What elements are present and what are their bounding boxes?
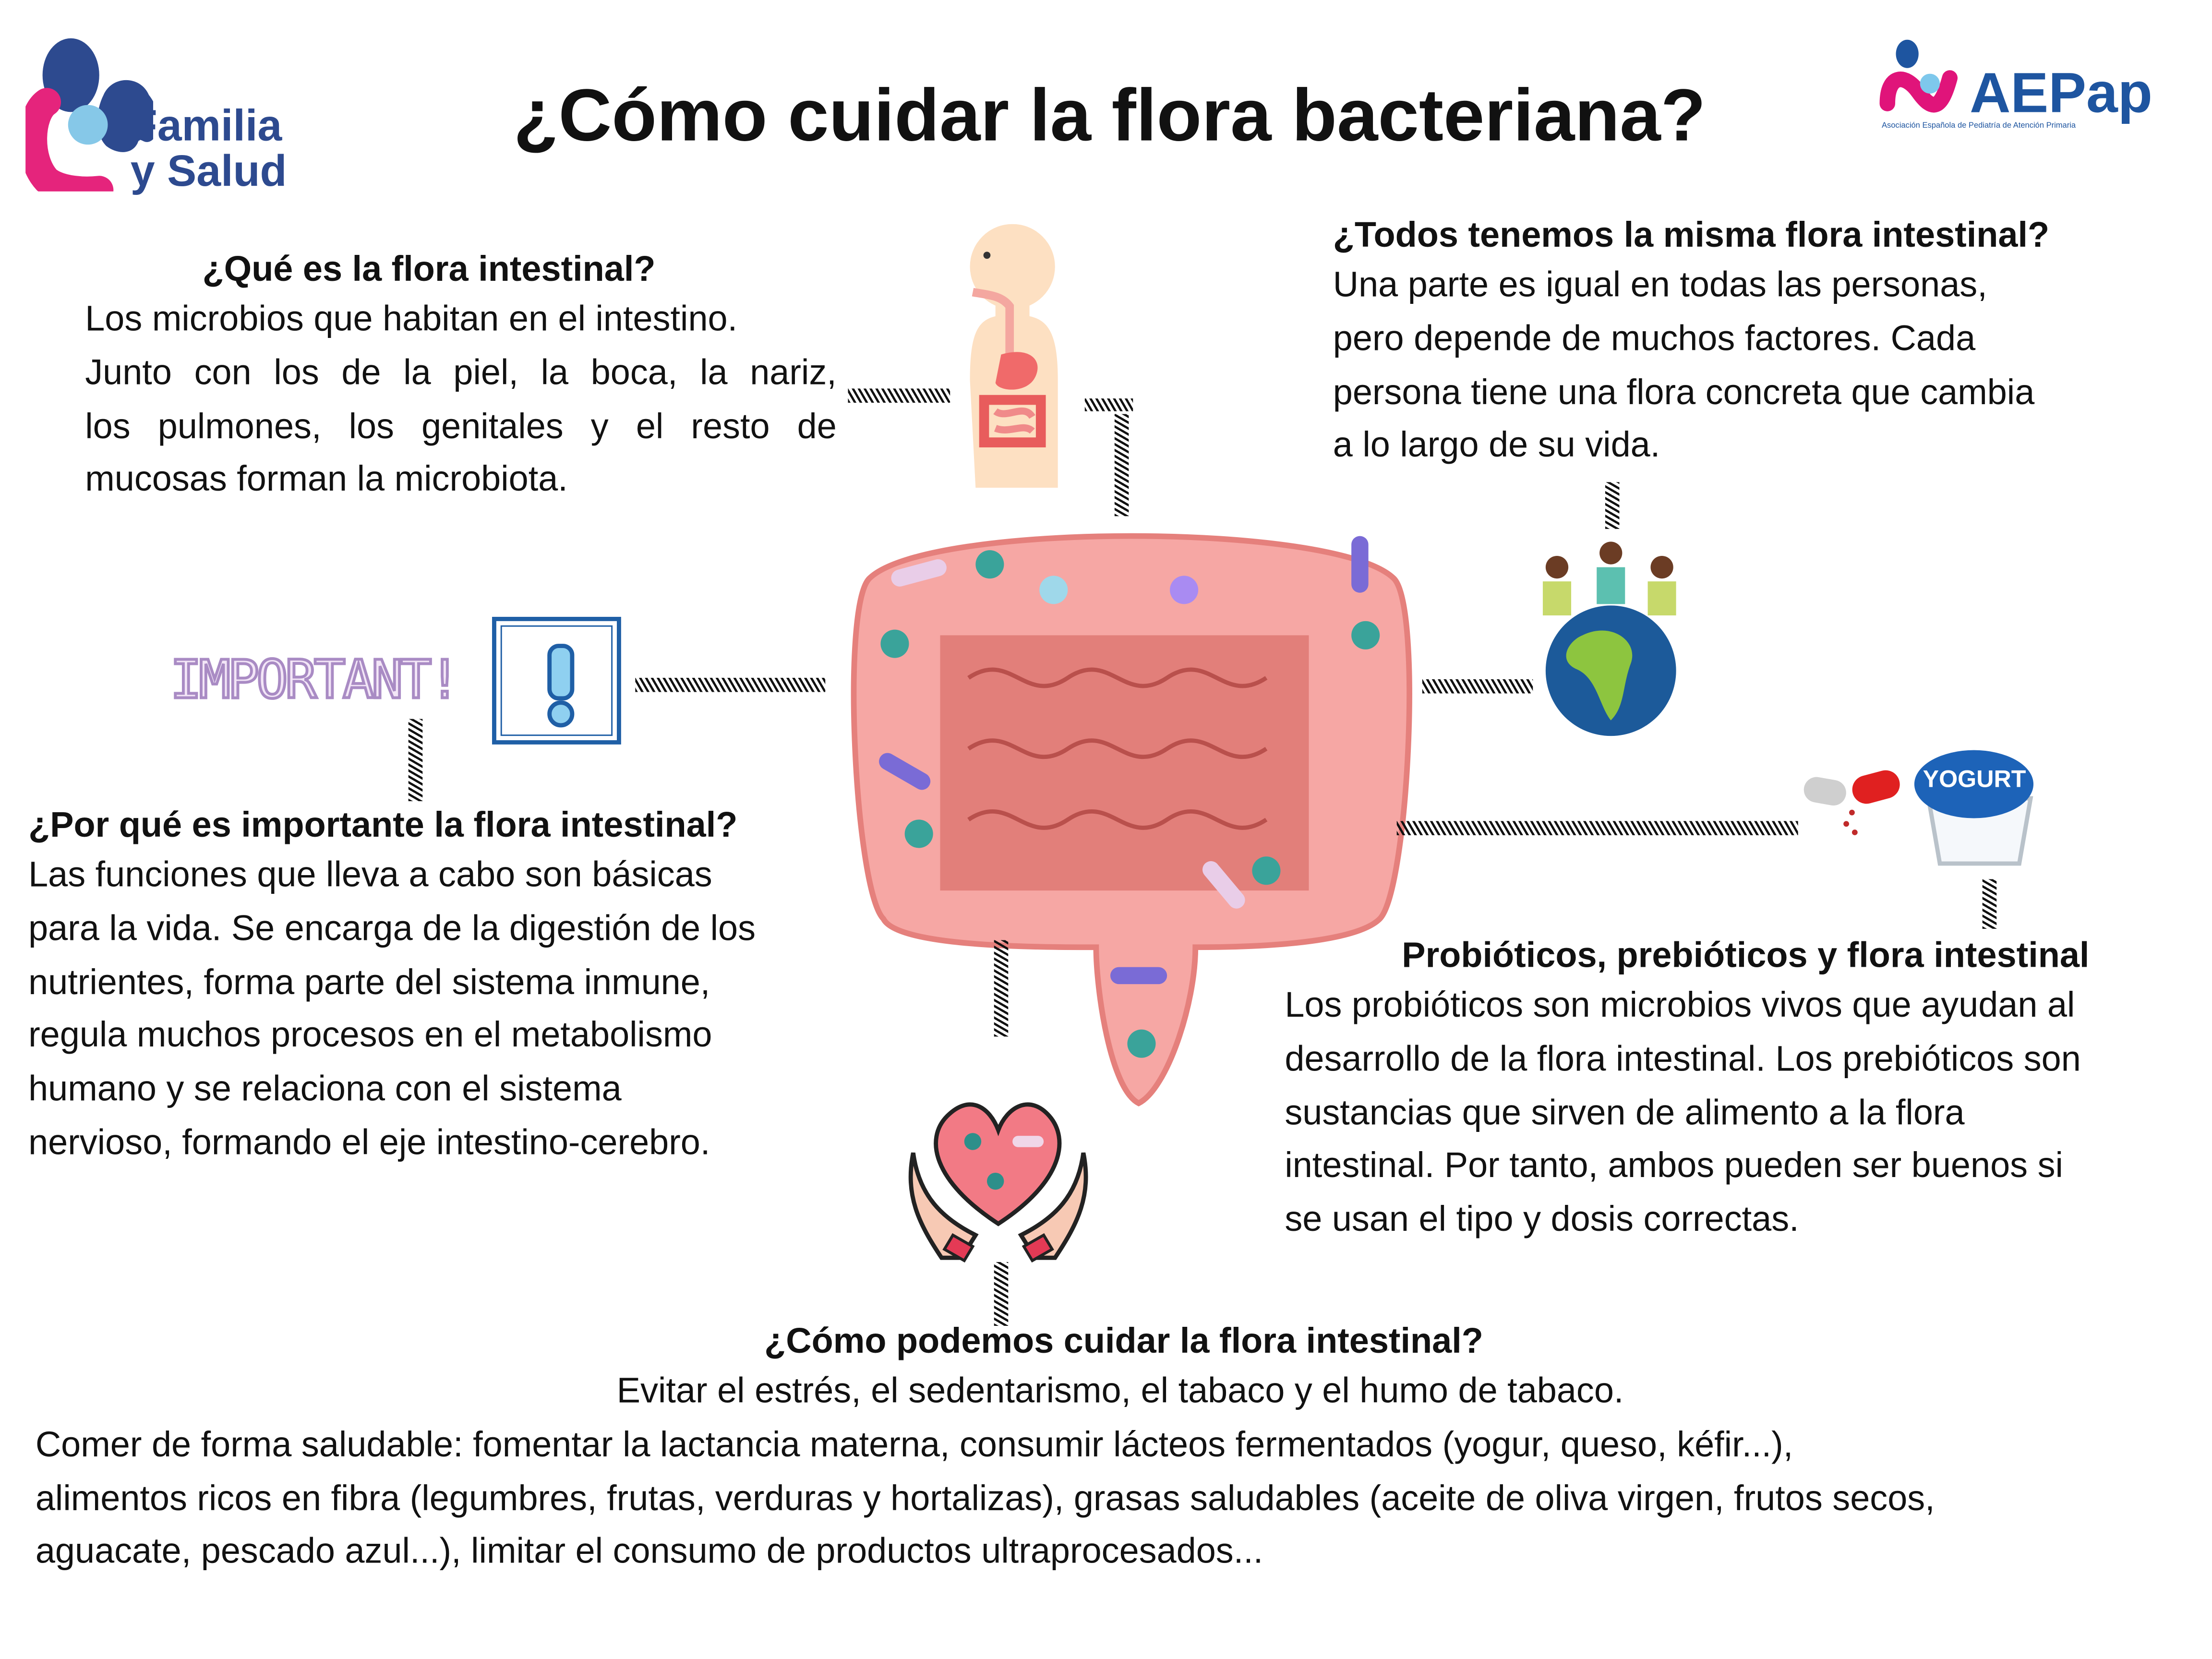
text-line: humano y se relaciona con el sistema xyxy=(28,1069,622,1109)
yogurt-label: YOGURT xyxy=(1923,766,2026,793)
section-por-que: ¿Por qué es importante la flora intestin… xyxy=(28,805,756,1171)
digestive-system-icon xyxy=(970,224,1058,488)
text-line: Comer de forma saludable: fomentar la la… xyxy=(35,1425,1793,1465)
text-line: persona tiene una flora concreta que cam… xyxy=(1333,372,2035,412)
section-heading: ¿Cómo podemos cuidar la flora intestinal… xyxy=(764,1322,1483,1361)
text-line: mucosas forman la microbiota. xyxy=(85,460,568,500)
text-line-centered: Evitar el estrés, el sedentarismo, el ta… xyxy=(616,1371,1624,1411)
family-logo-icon xyxy=(25,38,154,192)
logo-text-salud: y Salud xyxy=(130,146,287,196)
section-heading: ¿Qué es la flora intestinal? xyxy=(202,249,656,289)
text-line: se usan el tipo y dosis correctas. xyxy=(1285,1200,1799,1240)
familia-y-salud-logo: Familia y Salud xyxy=(25,21,316,203)
text-line: para la vida. Se encarga de la digestión… xyxy=(28,908,756,949)
section-como: ¿Cómo podemos cuidar la flora intestinal… xyxy=(36,1322,2205,1580)
aepap-logo-icon xyxy=(1879,39,1958,113)
connector-line xyxy=(1396,821,1798,835)
connector-line xyxy=(994,1262,1009,1326)
section-probioticos: Probióticos, prebióticos y flora intesti… xyxy=(1285,936,2206,1248)
text-line: Una parte es igual en todas las personas… xyxy=(1333,265,1987,305)
exclamation-icon xyxy=(492,616,621,745)
aepap-subtitle: Asociación Española de Pediatría de Aten… xyxy=(1881,122,2076,131)
section-todos: ¿Todos tenemos la misma flora intestinal… xyxy=(1333,216,2049,474)
page-title: ¿Cómo cuidar la flora bacteriana? xyxy=(513,75,1706,157)
connector-line xyxy=(635,678,826,692)
earth-people-icon xyxy=(1542,541,1676,736)
text-line: Junto con los de la piel, la boca, la na… xyxy=(85,352,837,393)
connector-line xyxy=(408,719,423,802)
text-line: regula muchos procesos en el metabolismo xyxy=(28,1016,712,1056)
connector-line xyxy=(1982,879,1997,929)
aepap-logo: AEPap Asociación Española de Pediatría d… xyxy=(1879,36,2191,142)
text-line: pero depende de muchos factores. Cada xyxy=(1333,319,1976,359)
logo-text-familia: Familia xyxy=(130,100,282,151)
text-line: los pulmones, los genitales y el resto d… xyxy=(85,406,837,446)
text-line: Los probióticos son microbios vivos que … xyxy=(1285,986,2075,1025)
text-line: nutrientes, forma parte del sistema inmu… xyxy=(28,962,710,1002)
text-line: nervioso, formando el eje intestino-cere… xyxy=(28,1123,710,1163)
yogurt-probiotic-icon xyxy=(1803,750,2034,866)
text-line: Las funciones que lleva a cabo son básic… xyxy=(28,855,712,895)
text-line: sustancias que sirven de alimento a la f… xyxy=(1285,1093,1965,1133)
section-heading: Probióticos, prebióticos y flora intesti… xyxy=(1402,936,2090,976)
text-line: alimentos ricos en fibra (legumbres, fru… xyxy=(35,1478,1935,1518)
connector-line xyxy=(994,940,1009,1037)
aepap-name: AEPap xyxy=(1970,62,2152,125)
section-heading: ¿Por qué es importante la flora intestin… xyxy=(28,805,738,845)
connector-line xyxy=(1422,679,1533,694)
heart-hands-icon xyxy=(908,1102,1088,1263)
text-line: intestinal. Por tanto, ambos pueden ser … xyxy=(1285,1146,2063,1186)
connector-line xyxy=(1084,398,1133,411)
text-line: a lo largo de su vida. xyxy=(1333,426,1660,466)
section-heading: ¿Todos tenemos la misma flora intestinal… xyxy=(1333,216,2050,255)
important-label: IMPORTANT! xyxy=(169,648,462,712)
connector-line xyxy=(848,388,950,403)
connector-line xyxy=(1114,414,1129,517)
intestine-illustration xyxy=(851,533,1412,1106)
text-line: aguacate, pescado azul...), limitar el c… xyxy=(35,1532,1263,1572)
text-line: Los microbios que habitan en el intestin… xyxy=(85,299,738,339)
connector-line xyxy=(1605,482,1620,529)
section-que-es: ¿Qué es la flora intestinal? Los microbi… xyxy=(85,250,837,508)
text-line: desarrollo de la flora intestinal. Los p… xyxy=(1285,1039,2081,1079)
